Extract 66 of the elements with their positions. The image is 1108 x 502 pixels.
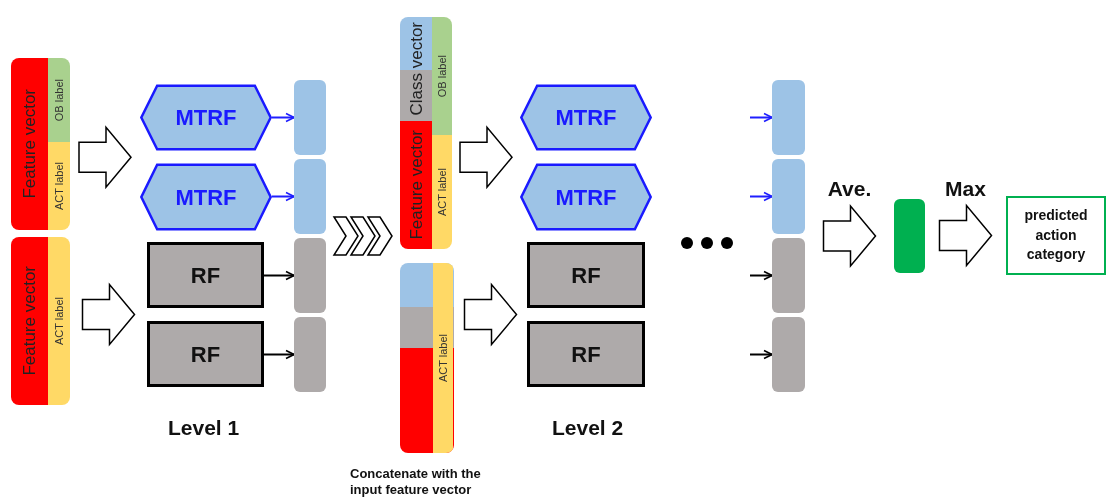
vertical-label: Feature vector <box>407 130 425 240</box>
arrow <box>263 349 295 360</box>
output-vector <box>294 159 326 234</box>
vector-segment <box>11 58 48 230</box>
block-arrow <box>78 125 132 190</box>
vertical-label: OB label <box>436 54 448 98</box>
block-arrow <box>81 282 136 347</box>
level-label: Level 2 <box>552 415 624 441</box>
vector-segment <box>48 58 70 142</box>
vertical-label: OB label <box>53 78 65 122</box>
vertical-label: Feature vector <box>21 266 38 376</box>
classifier-label: MTRF <box>555 183 617 212</box>
output-vector <box>294 80 326 155</box>
classifier-label: MTRF <box>175 183 237 212</box>
edge-label: Max <box>945 177 986 199</box>
block-arrow <box>938 203 993 268</box>
vector-segment <box>432 17 452 135</box>
vector-segment <box>432 135 452 249</box>
block-arrow <box>463 282 518 347</box>
caption: Concatenate with the input feature vector <box>350 466 482 499</box>
vertical-label: ACT label <box>437 333 449 383</box>
vector-segment <box>400 121 432 249</box>
output-vector <box>772 80 805 155</box>
classifier-label: MTRF <box>555 104 617 132</box>
output-vector <box>772 238 805 313</box>
vertical-label: ACT label <box>436 167 448 217</box>
vector-segment <box>11 237 48 405</box>
rf-box: RF <box>527 242 645 308</box>
arrow <box>263 270 295 281</box>
output-vector <box>772 317 805 392</box>
mtrf-hexagon <box>520 85 652 150</box>
concatenated-vector <box>11 237 70 405</box>
mtrf-hexagon <box>140 164 272 230</box>
output-vector <box>294 317 326 392</box>
output-vector <box>894 199 925 273</box>
concatenated-vector <box>11 58 70 230</box>
arrow <box>271 112 295 123</box>
rf-box: RF <box>527 321 645 387</box>
level-label: Level 1 <box>168 415 240 441</box>
vertical-label: Feature vector <box>21 89 38 199</box>
concatenated-vector <box>400 17 452 249</box>
classifier-label: MTRF <box>175 104 237 132</box>
output-vector <box>772 159 805 234</box>
block-arrow <box>459 125 513 190</box>
arrow <box>271 191 295 202</box>
vertical-label: ACT label <box>53 296 65 346</box>
block-arrow <box>822 203 877 269</box>
mtrf-hexagon <box>140 85 272 150</box>
output-vector <box>294 238 326 313</box>
arrow <box>749 112 773 123</box>
result-box: predicted action category <box>1006 196 1106 275</box>
rf-box: RF <box>147 321 264 387</box>
arrow <box>749 270 773 281</box>
vector-segment <box>48 142 70 230</box>
arrow <box>749 191 773 202</box>
arrow <box>749 349 773 360</box>
vector-segment <box>433 263 453 453</box>
vertical-label: Class vector <box>407 22 425 116</box>
mtrf-hexagon <box>520 164 652 230</box>
vertical-label: ACT label <box>53 161 65 211</box>
concatenated-vector <box>400 263 454 453</box>
chevron-arrow <box>332 216 393 256</box>
vector-segment <box>48 237 70 405</box>
vector-segment <box>400 17 432 121</box>
rf-box: RF <box>147 242 264 308</box>
edge-label: Ave. <box>827 178 872 199</box>
